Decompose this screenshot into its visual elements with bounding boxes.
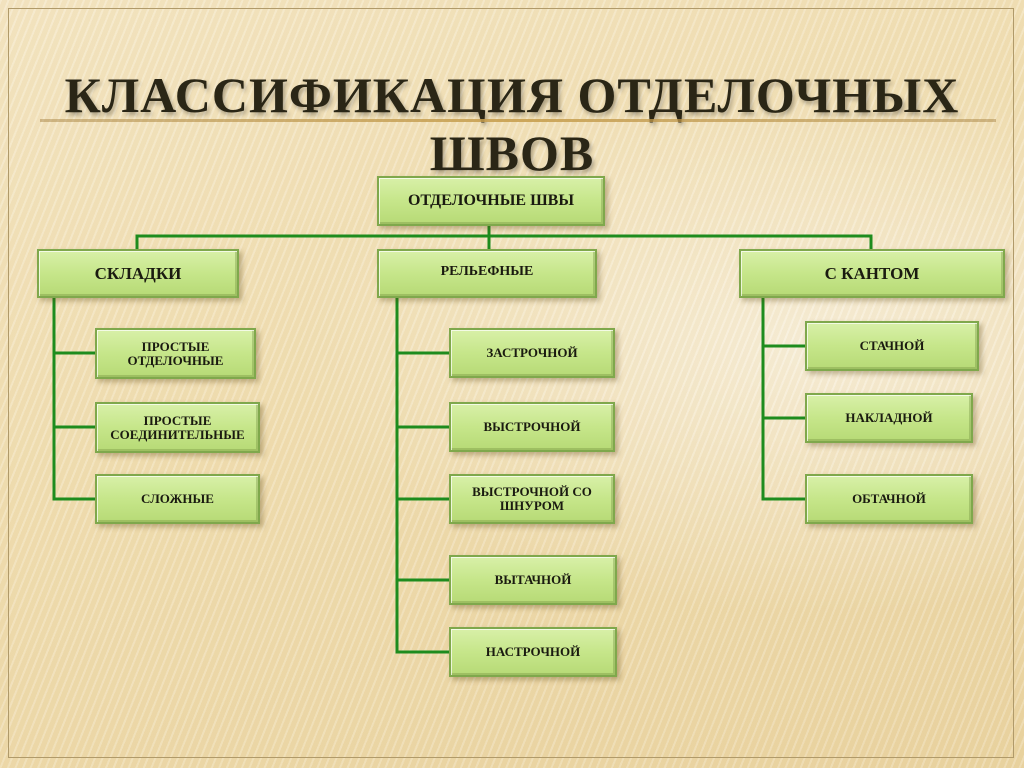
node-leaf-nastrochnoy: НАСТРОЧНОЙ (449, 627, 617, 677)
node-leaf-simple-connecting: ПРОСТЫЕ СОЕДИНИТЕЛЬНЫЕ (95, 402, 260, 453)
node-root: ОТДЕЛОЧНЫЕ ШВЫ (377, 176, 605, 226)
node-leaf-vystrochnoy-shnur: ВЫСТРОЧНОЙ СО ШНУРОМ (449, 474, 615, 524)
node-leaf-simple-finishing: ПРОСТЫЕ ОТДЕЛОЧНЫЕ (95, 328, 256, 379)
node-leaf-zastrochnoy: ЗАСТРОЧНОЙ (449, 328, 615, 378)
node-leaf-vytachnoy: ВЫТАЧНОЙ (449, 555, 617, 605)
node-leaf-vystrochnoy: ВЫСТРОЧНОЙ (449, 402, 615, 452)
node-branch-piping: С КАНТОМ (739, 249, 1005, 298)
node-leaf-nakladnoy: НАКЛАДНОЙ (805, 393, 973, 443)
node-branch-relief: РЕЛЬЕФНЫЕ (377, 249, 597, 298)
slide-title: КЛАССИФИКАЦИЯ ОТДЕЛОЧНЫХ ШВОВ (64, 67, 960, 181)
node-branch-folds: СКЛАДКИ (37, 249, 239, 298)
title-underline (40, 119, 996, 122)
node-leaf-stachnoy: СТАЧНОЙ (805, 321, 979, 371)
node-leaf-obtachnoy: ОБТАЧНОЙ (805, 474, 973, 524)
node-leaf-complex: СЛОЖНЫЕ (95, 474, 260, 524)
